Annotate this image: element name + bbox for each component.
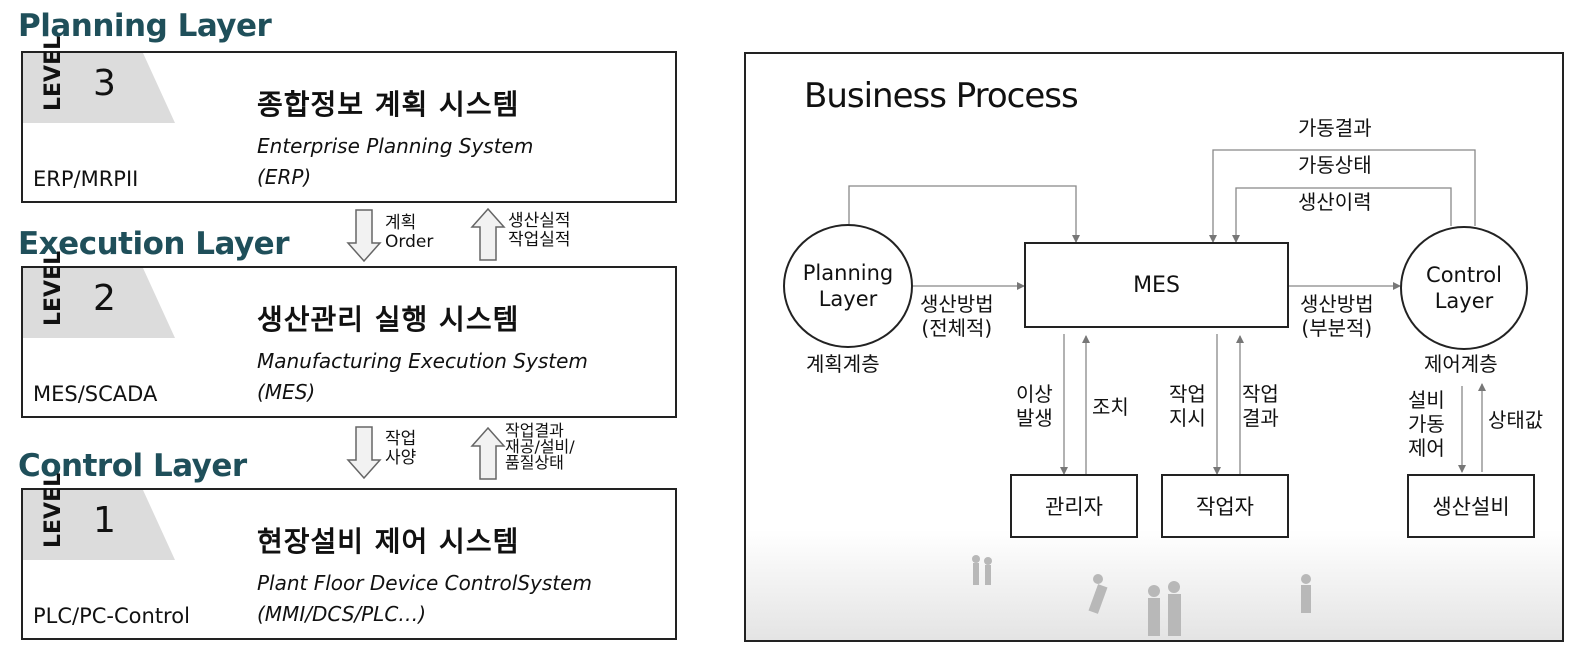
people-silhouettes-image [972, 555, 1311, 636]
business-process-title: Business Process [804, 76, 1079, 116]
level-number: 1 [93, 500, 116, 541]
flow-up-arrow-1 [470, 207, 506, 261]
execution-layer-title: Execution Layer [18, 226, 290, 262]
manager-box: 관리자 [1010, 474, 1138, 538]
production-history-label: 생산이력 [1298, 190, 1372, 214]
system-english-line2: (MMI/DCS/PLC…) [257, 602, 427, 626]
planning-layer-caption: 계획계층 [806, 352, 880, 376]
system-english-name: Enterprise Planning System (ERP) [257, 131, 533, 193]
mes-box: MES [1024, 242, 1289, 328]
flow-down-arrow-1 [346, 209, 382, 263]
system-name: 종합정보 계획 시스템 [257, 88, 520, 121]
system-english-line1: Manufacturing Execution System [257, 349, 588, 373]
control-layer-caption: 제어계층 [1424, 352, 1498, 376]
flow-down-arrow-2 [346, 426, 382, 480]
flow-up-arrow-2 [470, 426, 506, 480]
level-word: LEVEL [41, 472, 66, 548]
business-process-panel: Business Process [744, 52, 1564, 642]
level-word: LEVEL [41, 35, 66, 111]
system-name: 생산관리 실행 시스템 [257, 303, 520, 336]
production-method-partial-label: 생산방법(부분적) [1300, 292, 1374, 340]
level-word: LEVEL [41, 250, 66, 326]
control-level-panel: LEVEL 1 현장설비 제어 시스템 Plant Floor Device C… [21, 473, 677, 640]
system-english-name: Manufacturing Execution System (MES) [257, 346, 588, 408]
level-number: 2 [93, 278, 116, 319]
system-english-name: Plant Floor Device ControlSystem (MMI/DC… [257, 568, 592, 630]
system-english-line1: Enterprise Planning System [257, 134, 534, 158]
execution-level-panel: LEVEL 2 생산관리 실행 시스템 Manufacturing Execut… [21, 251, 677, 418]
system-code: ERP/MRPII [33, 167, 139, 191]
system-code: PLC/PC-Control [33, 604, 190, 628]
system-name: 현장설비 제어 시스템 [257, 525, 520, 558]
status-value-label: 상태값 [1488, 408, 1544, 432]
planning-level-panel: LEVEL 3 종합정보 계획 시스템 Enterprise Planning … [21, 36, 677, 203]
operation-result-label: 가동결과 [1298, 116, 1372, 140]
system-english-line2: (ERP) [257, 165, 312, 189]
production-method-overall-label: 생산방법(전체적) [920, 292, 994, 340]
planning-layer-title: Planning Layer [18, 8, 272, 44]
control-layer-title: Control Layer [18, 448, 247, 484]
production-equipment-box: 생산설비 [1407, 474, 1535, 538]
system-code: MES/SCADA [33, 382, 158, 406]
process-connectors [848, 149, 1486, 475]
action-label: 조치 [1092, 395, 1129, 419]
worker-box: 작업자 [1161, 474, 1289, 538]
level-number: 3 [93, 63, 116, 104]
system-english-line2: (MES) [257, 380, 316, 404]
system-english-line1: Plant Floor Device ControlSystem [257, 571, 592, 595]
operation-status-label: 가동상태 [1298, 153, 1372, 177]
